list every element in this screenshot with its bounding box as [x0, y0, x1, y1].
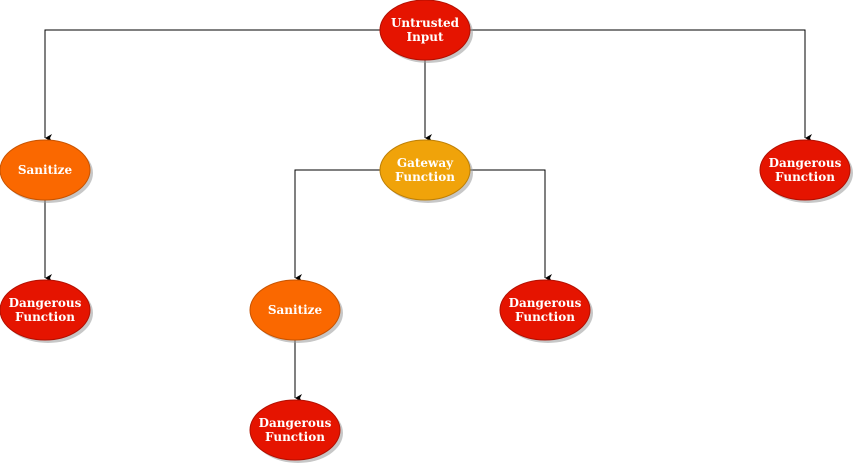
node-label: Dangerous — [769, 156, 842, 170]
node-label: Function — [395, 170, 455, 184]
edge-input-dangerous — [470, 29, 812, 142]
node-label: Function — [775, 170, 835, 184]
edge-gateway-dangerous — [470, 169, 552, 282]
node-sanitize-mid[interactable]: Sanitize — [249, 279, 343, 343]
node-label: Sanitize — [18, 163, 73, 177]
node-label: Function — [265, 430, 325, 444]
edge-gateway-sanitize — [294, 169, 380, 282]
node-label: Function — [515, 310, 575, 324]
node-label: Sanitize — [268, 303, 323, 317]
node-gateway-function[interactable]: Gateway Function — [379, 139, 473, 203]
node-label: Function — [15, 310, 75, 324]
node-dangerous-mid-right[interactable]: Dangerous Function — [499, 279, 593, 343]
node-label: Dangerous — [9, 296, 82, 310]
node-label: Dangerous — [259, 416, 332, 430]
node-dangerous-bottom[interactable]: Dangerous Function — [249, 399, 343, 463]
edge-input-sanitize — [44, 29, 380, 142]
edges — [44, 29, 812, 402]
node-label: Gateway — [397, 156, 454, 170]
node-dangerous-right[interactable]: Dangerous Function — [759, 139, 853, 203]
node-untrusted-input[interactable]: Untrusted Input — [379, 0, 473, 63]
node-dangerous-left[interactable]: Dangerous Function — [0, 279, 93, 343]
node-label: Untrusted — [391, 16, 460, 30]
node-label: Input — [407, 30, 444, 44]
node-sanitize-left[interactable]: Sanitize — [0, 139, 93, 203]
node-label: Dangerous — [509, 296, 582, 310]
